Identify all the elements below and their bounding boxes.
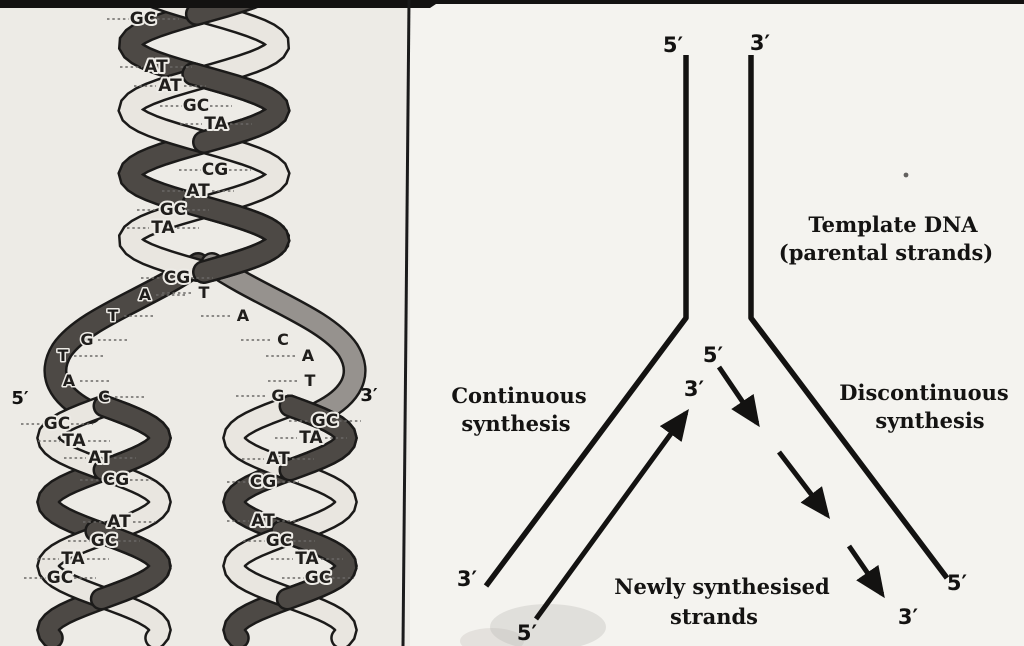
helix-artwork <box>36 0 358 646</box>
base-pair-label: GC <box>130 9 156 29</box>
leading-start-5prime-label: 5′ <box>517 621 538 645</box>
okazaki-arrow-2 <box>777 450 831 519</box>
base-pair-label: TA <box>61 549 85 569</box>
base-pair-label: TA <box>151 218 175 238</box>
base-pair-label: AT <box>158 76 182 96</box>
base-pair-label: GC <box>305 568 331 588</box>
base-pair-label: GC <box>160 200 186 220</box>
base-label: C <box>98 387 110 406</box>
base-pair-label: GC <box>266 531 292 551</box>
top-border-line <box>0 0 1024 8</box>
parental-strand-right-line <box>748 55 950 580</box>
base-pair-label: CG <box>103 470 129 490</box>
base-pair-label: AT <box>88 448 112 468</box>
base-pair-label: TA <box>299 428 323 448</box>
base-label: C <box>277 330 289 349</box>
bottom-left-3prime-label: 3′ <box>457 567 478 591</box>
parental-ribbon-right <box>202 254 365 422</box>
left-5prime-label: 5′ <box>11 388 29 409</box>
base-label: G <box>80 330 93 349</box>
top-3prime-label: 3′ <box>750 31 771 55</box>
base-pair-label: GC <box>91 531 117 551</box>
base-pair-label: TA <box>62 431 86 451</box>
continuous-synthesis-label-line1: Continuous <box>451 383 586 408</box>
base-pair-label: AT <box>107 512 131 532</box>
base-label: T <box>58 346 69 365</box>
continuous-synthesis-label-line2: synthesis <box>461 411 570 436</box>
parental-strand-left-line <box>483 55 689 588</box>
base-pair-label: GC <box>44 414 70 434</box>
base-pair-label: CG <box>164 268 190 288</box>
leading-tip-3prime-label: 3′ <box>684 377 705 401</box>
base-pair-label: AT <box>186 181 210 201</box>
parental-ribbon-left <box>45 254 208 422</box>
base-pair-label: AT <box>266 449 290 469</box>
left-3prime-label: 3′ <box>360 385 378 406</box>
base-label: T <box>305 371 316 390</box>
base-label: A <box>302 346 315 365</box>
discontinuous-synthesis-label-line2: synthesis <box>875 408 984 433</box>
template-dna-label-line2: (parental strands) <box>779 240 993 265</box>
okazaki-arrow-1 <box>716 365 760 428</box>
fork-schematic <box>483 55 950 621</box>
discontinuous-synthesis-label-line1: Discontinuous <box>839 380 1008 405</box>
base-pair-label: AT <box>251 511 275 531</box>
scan-dot <box>903 172 909 178</box>
base-pair-label: CG <box>202 160 228 180</box>
newly-synthesised-label-line1: Newly synthesised <box>614 574 830 599</box>
base-pair-label: TA <box>204 114 228 134</box>
fork-5prime-label: 5′ <box>703 343 724 367</box>
base-pair-label: AT <box>144 57 168 77</box>
scan-smudge <box>490 604 606 646</box>
right-panel-paper <box>410 0 1024 646</box>
template-dna-label-line1: Template DNA <box>808 212 978 237</box>
base-labels: GCATATGCTACGATGCTACGATGTACTACATGGCTAATCG… <box>21 7 361 590</box>
base-pair-label: GC <box>47 568 73 588</box>
base-label: A <box>139 285 152 304</box>
okazaki-arrow-3 <box>846 544 885 599</box>
panel-divider <box>401 0 411 646</box>
lagging-end-3prime-label: 3′ <box>898 605 919 629</box>
base-label: G <box>271 386 284 405</box>
bottom-right-5prime-label: 5′ <box>947 571 968 595</box>
leading-strand-arrow <box>533 408 689 621</box>
fork-diamond-ribbons <box>43 252 367 424</box>
base-pair-label: GC <box>312 411 338 431</box>
scan-smudge <box>460 628 524 646</box>
base-label: T <box>199 283 210 302</box>
base-pair-label: TA <box>295 549 319 569</box>
base-label: A <box>237 306 250 325</box>
base-pair-label: CG <box>250 472 276 492</box>
base-label: T <box>108 306 119 325</box>
top-5prime-label: 5′ <box>663 33 684 57</box>
base-pair-label: GC <box>183 96 209 116</box>
base-label: A <box>63 371 76 390</box>
newly-synthesised-label-line2: strands <box>670 604 758 629</box>
